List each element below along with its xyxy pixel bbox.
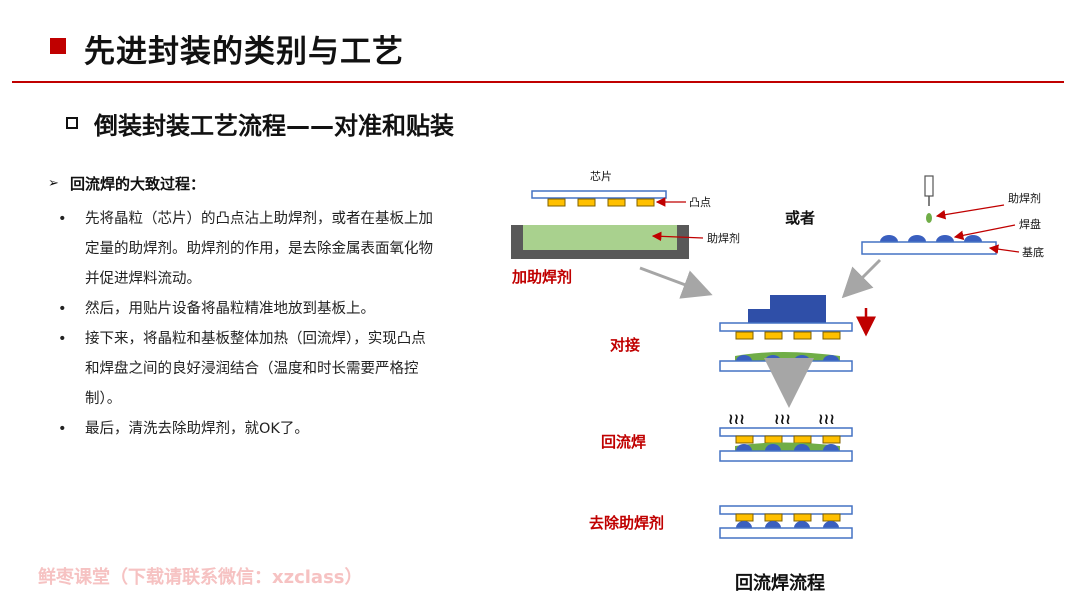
solder-pad	[794, 444, 810, 451]
bullet-dot-icon: •	[58, 211, 67, 227]
heat-wave-icon: ≀≀≀	[774, 410, 791, 428]
bump-pad	[607, 198, 626, 207]
pick-head	[770, 295, 826, 309]
solder-pad	[765, 444, 781, 451]
solder-pad	[736, 355, 752, 361]
bullet-dot-icon: •	[58, 421, 67, 437]
page-title: 先进封装的类别与工艺	[84, 34, 404, 70]
section-title: 倒装封装工艺流程——对准和贴装	[94, 112, 454, 140]
bump-pad	[764, 513, 783, 522]
solder-pad	[964, 235, 982, 242]
arrow-bullet-icon: ➢	[48, 176, 59, 191]
chip-body	[531, 190, 667, 199]
flux-film	[735, 442, 840, 451]
solder-pad	[736, 521, 752, 528]
reflow-step-illustration: ≀≀≀ ≀≀≀ ≀≀≀ 回流焊	[601, 410, 853, 462]
bump-pad	[735, 513, 754, 522]
bump-pad	[577, 198, 596, 207]
step-align-label: 对接	[610, 336, 640, 354]
chip-body	[719, 427, 853, 437]
solder-pad	[936, 235, 954, 242]
bump-label: 凸点	[689, 196, 711, 209]
watermark: 鲜枣课堂（下载请联系微信：xzclass）	[38, 567, 363, 588]
step-clean-label: 去除助焊剂	[589, 514, 664, 532]
substrate	[719, 450, 853, 462]
heat-wave-icon: ≀≀≀	[818, 410, 835, 428]
dispenser-needle-icon	[924, 175, 934, 197]
bullet-line: 和焊盘之间的良好浸润结合（温度和时长需要严格控	[85, 361, 419, 377]
bump-pad	[793, 331, 812, 340]
flux-dip-illustration: 芯片 凸点 助焊剂 加助焊剂	[511, 169, 740, 286]
substrate	[719, 360, 853, 372]
bump-pad	[764, 435, 783, 444]
diagram-caption: 回流焊流程	[735, 572, 825, 594]
bullet-line: 定量的助焊剂。助焊剂的作用，是去除金属表面氧化物	[85, 241, 433, 257]
solder-pad	[908, 235, 926, 242]
bump-pad	[547, 198, 566, 207]
flux-liquid	[523, 225, 677, 250]
flux-label-right: 助焊剂	[1008, 191, 1041, 205]
process-heading: 回流焊的大致过程：	[70, 175, 206, 193]
subtitle-checkbox-icon	[66, 117, 78, 129]
flow-arrow-icon	[639, 266, 713, 299]
bullet-item: • 然后，用贴片设备将晶粒精准地放到基板上。	[58, 294, 478, 324]
or-label: 或者	[785, 209, 815, 227]
align-step-illustration: 对接	[610, 295, 876, 372]
chip-label: 芯片	[590, 169, 612, 183]
solder-pad	[823, 355, 839, 361]
bump-pad	[822, 331, 841, 340]
flow-arrow-icon	[841, 258, 882, 299]
clean-step-illustration: 去除助焊剂	[589, 505, 853, 539]
substrate-label: 基底	[1022, 245, 1044, 259]
solder-pad	[880, 235, 898, 242]
bullet-line: 然后，用贴片设备将晶粒精准地放到基板上。	[85, 301, 375, 317]
solder-pad	[823, 521, 839, 528]
bump-pad	[793, 513, 812, 522]
title-marker	[50, 38, 66, 54]
bullet-dot-icon: •	[58, 331, 67, 347]
bullet-line: 最后，清洗去除助焊剂，就OK了。	[85, 421, 309, 437]
bullet-line: 接下来，将晶粒和基板整体加热（回流焊），实现凸点	[85, 331, 426, 347]
pad-label: 焊盘	[1019, 217, 1041, 231]
bump-pad	[822, 435, 841, 444]
step-add-flux-label: 加助焊剂	[511, 268, 572, 286]
solder-pad	[736, 444, 752, 451]
bullet-line: 并促进焊料流动。	[85, 271, 201, 287]
flux-dispense-illustration: 助焊剂 焊盘 基底	[861, 175, 1044, 259]
bullet-item: • 先将晶粒（芯片）的凸点沾上助焊剂，或者在基板上加 定量的助焊剂。助焊剂的作用…	[58, 204, 478, 294]
bullet-dot-icon: •	[58, 301, 67, 317]
bump-pad	[735, 435, 754, 444]
bullet-line: 先将晶粒（芯片）的凸点沾上助焊剂，或者在基板上加	[85, 211, 433, 227]
bump-pad	[735, 331, 754, 340]
bullet-item: • 接下来，将晶粒和基板整体加热（回流焊），实现凸点 和焊盘之间的良好浸润结合（…	[58, 324, 478, 414]
flux-drop	[926, 213, 932, 223]
bullet-line: 制）。	[85, 391, 122, 407]
pick-head	[748, 309, 826, 323]
solder-pad	[765, 521, 781, 528]
substrate	[719, 527, 853, 539]
substrate	[861, 241, 997, 255]
solder-pad	[823, 444, 839, 451]
heat-wave-icon: ≀≀≀	[728, 410, 745, 428]
step-reflow-label: 回流焊	[601, 433, 646, 451]
chip-body	[719, 322, 853, 332]
flux-label-left: 助焊剂	[707, 231, 740, 245]
bump-pad	[764, 331, 783, 340]
bump-pad	[822, 513, 841, 522]
title-divider	[12, 81, 1064, 83]
bump-pad	[636, 198, 655, 207]
bullet-item: • 最后，清洗去除助焊剂，就OK了。	[58, 414, 478, 444]
bump-pad	[793, 435, 812, 444]
process-bullet-list: • 先将晶粒（芯片）的凸点沾上助焊剂，或者在基板上加 定量的助焊剂。助焊剂的作用…	[58, 204, 478, 444]
chip-body	[719, 505, 853, 515]
solder-pad	[794, 521, 810, 528]
